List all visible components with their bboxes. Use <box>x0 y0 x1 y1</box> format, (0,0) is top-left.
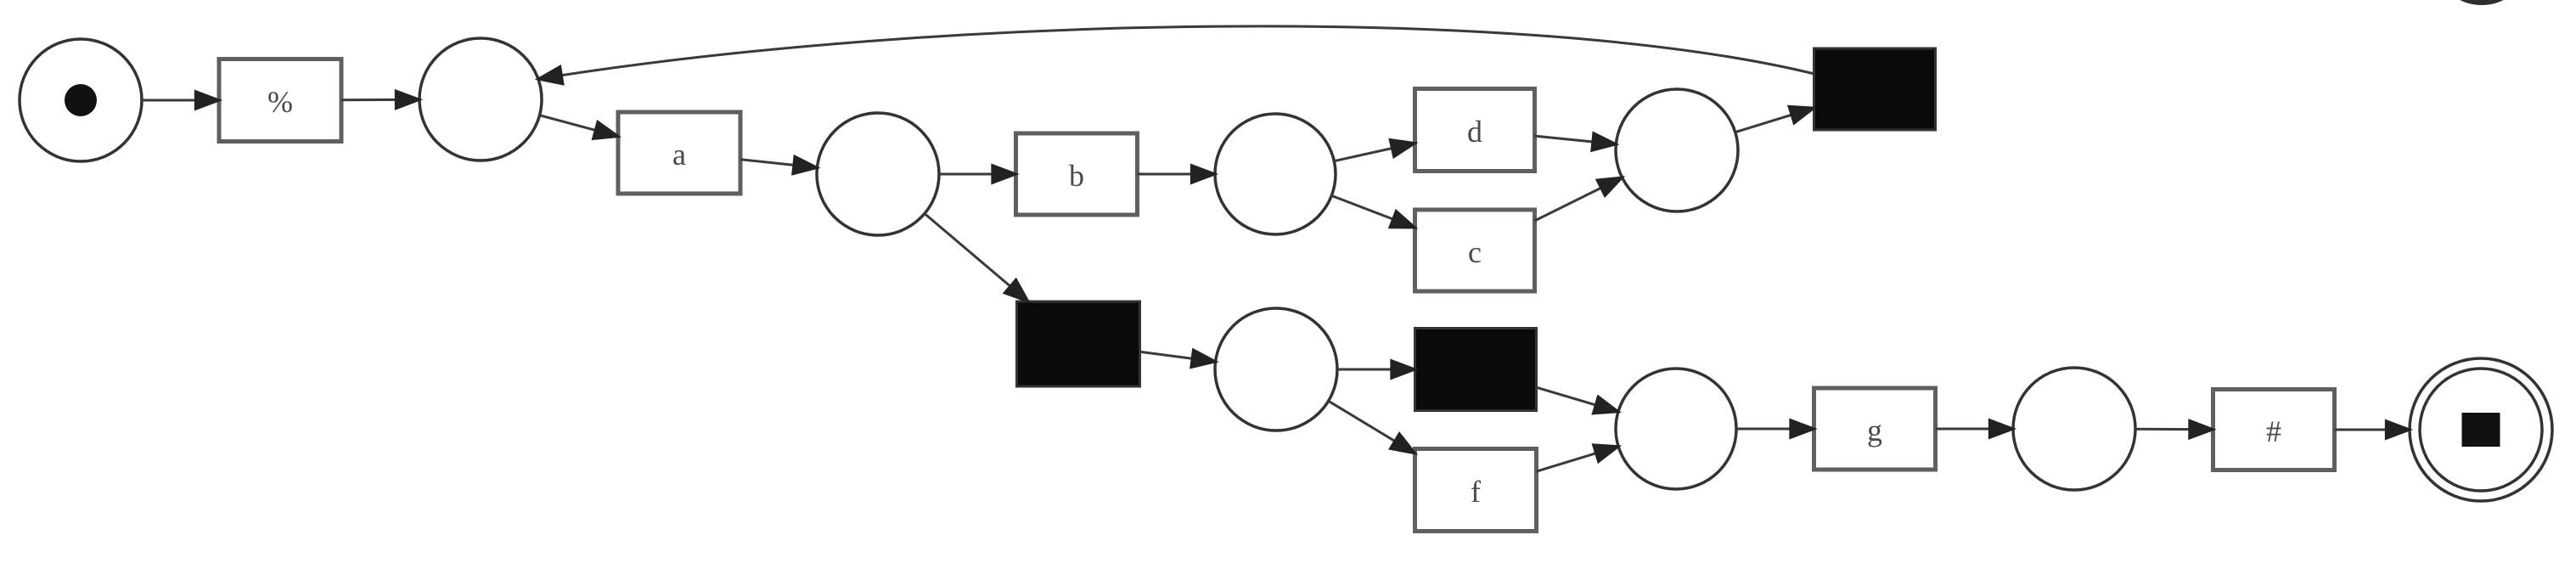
transition-label-d: d <box>1467 115 1482 149</box>
place-p2 <box>815 111 941 237</box>
edge-p4-tau-top <box>1735 104 1818 134</box>
place-circle <box>1614 87 1740 213</box>
transition-label-f: f <box>1471 475 1481 509</box>
transition-b: b <box>1014 131 1139 217</box>
edge-p3-d <box>1333 138 1419 163</box>
place-circle <box>2011 366 2137 492</box>
transition-box <box>217 57 344 144</box>
transition-box <box>1812 386 1938 472</box>
transition-box <box>1413 447 1538 533</box>
edge-d-p4 <box>1534 131 1620 153</box>
edge-p2-tau-1 <box>923 212 1032 304</box>
silent-transition-box <box>1813 47 1937 132</box>
silent-transition-box <box>1414 327 1538 412</box>
place-p5 <box>1213 307 1339 432</box>
final-marking-square-icon <box>2461 413 2500 447</box>
place-p6 <box>1614 367 1738 491</box>
place-p4 <box>1614 87 1740 213</box>
edge-c-p4 <box>1533 176 1626 222</box>
transition-c: c <box>1413 207 1537 294</box>
transition-box <box>1413 87 1537 173</box>
transition-hash: # <box>2211 387 2337 472</box>
place-circle <box>418 37 543 162</box>
transition-label-c: c <box>1468 235 1482 269</box>
silent-transition-tau-top <box>1813 47 1937 132</box>
transition-box <box>616 110 743 196</box>
transition-label-g: g <box>1867 414 1882 448</box>
silent-transition-tau-1 <box>1015 300 1141 388</box>
transition-percent: % <box>217 57 344 144</box>
edge-p1-a <box>539 114 622 141</box>
silent-transition-tau-2 <box>1414 327 1538 412</box>
edge-a-p2 <box>740 154 821 176</box>
edge-tau-top-p1 <box>534 25 1815 86</box>
place-circle <box>1614 367 1738 491</box>
place-p1 <box>418 37 543 162</box>
transition-d: d <box>1413 87 1537 173</box>
place-p7 <box>2011 366 2137 492</box>
transition-label-percent: % <box>267 85 293 119</box>
transition-label-b: b <box>1069 159 1084 193</box>
place-start <box>18 37 143 163</box>
cropped-node-top-right <box>2460 0 2504 5</box>
place-circle <box>815 111 941 237</box>
transition-box <box>1413 207 1537 294</box>
transition-g: g <box>1812 386 1938 472</box>
place-p3 <box>1213 112 1337 236</box>
transition-a: a <box>616 110 743 196</box>
edge-p3-c <box>1330 194 1419 229</box>
silent-transition-box <box>1015 300 1141 388</box>
initial-token-icon <box>65 84 97 116</box>
transition-label-hash: # <box>2266 414 2281 448</box>
transition-label-a: a <box>672 138 686 172</box>
edge-p5-f <box>1327 399 1419 455</box>
transition-f: f <box>1413 447 1538 533</box>
transition-box <box>1014 131 1139 217</box>
place-circle <box>1213 112 1337 236</box>
edge-tau-1-p5 <box>1139 347 1219 369</box>
edge-f-p6 <box>1536 443 1623 473</box>
edge-tau-2-p6 <box>1536 386 1622 415</box>
place-circle <box>1213 307 1339 432</box>
place-end <box>2408 357 2554 503</box>
